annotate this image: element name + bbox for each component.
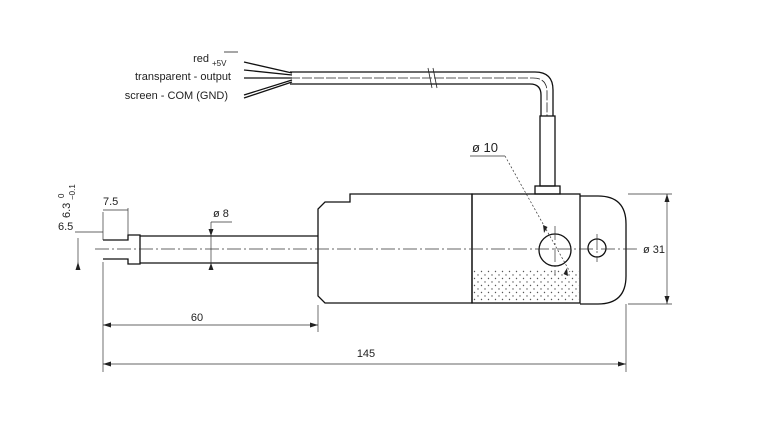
sensor-body	[103, 193, 627, 305]
wire-label-screen: screen - COM (GND)	[125, 90, 228, 102]
cable	[243, 61, 561, 195]
dim-label-tolerance-base: 6.3	[61, 203, 73, 218]
dim-label-7-5: 7.5	[103, 196, 118, 208]
dim-label-60: 60	[191, 312, 203, 324]
dim-label-tolerance-lower: −0.1	[68, 184, 77, 200]
dim-label-145: 145	[357, 348, 375, 360]
wire-label-red: red	[193, 53, 209, 65]
dim-label-6-5: 6.5	[58, 221, 73, 233]
centre-lines	[95, 226, 640, 275]
dimension-lines	[75, 155, 672, 372]
dim-label-d10: ø 10	[472, 140, 498, 155]
dim-label-d31: ø 31	[643, 244, 665, 256]
dim-label-d8: ø 8	[213, 208, 229, 220]
dim-label-tolerance-upper: 0	[57, 193, 66, 198]
wire-label-transparent: transparent - output	[135, 71, 231, 83]
wire-label-supply: +5V	[212, 59, 227, 68]
labels: red +5V transparent - output screen - CO…	[57, 51, 665, 360]
